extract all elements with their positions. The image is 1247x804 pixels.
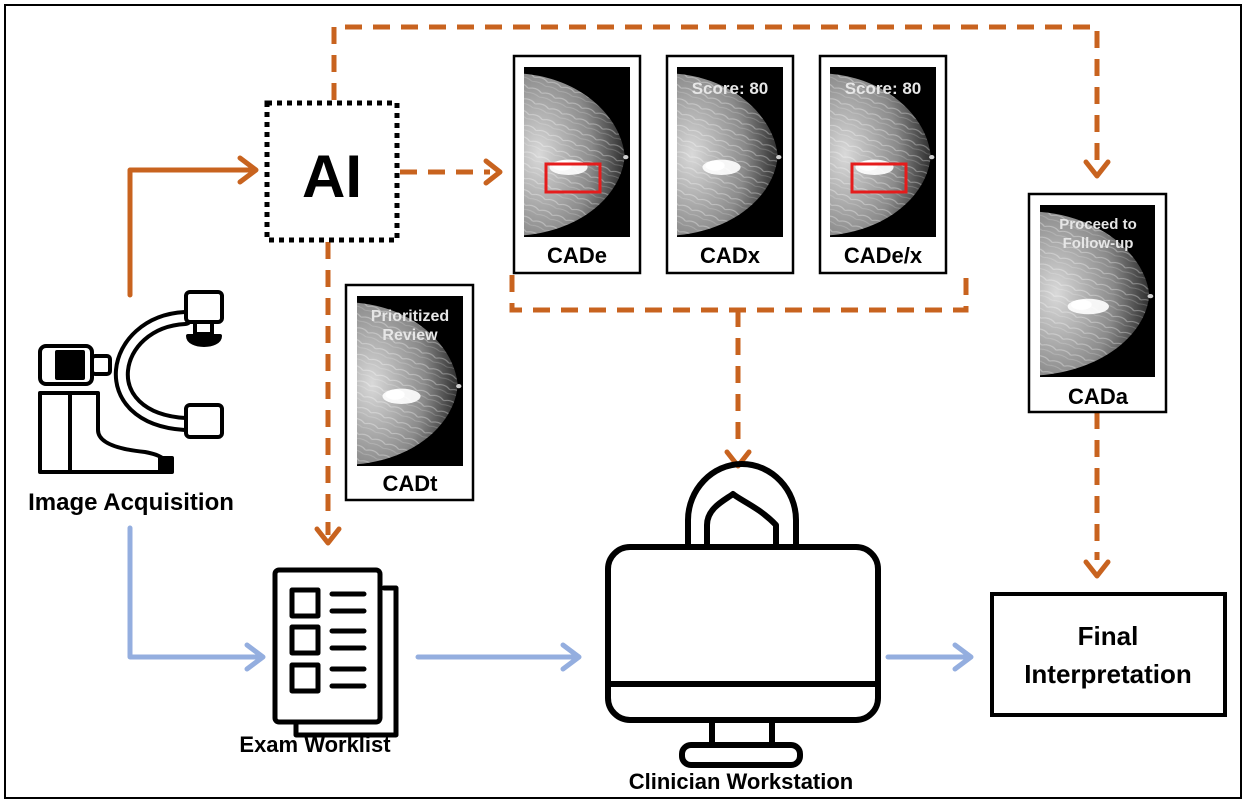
- arrowhead-worklist: [314, 526, 342, 546]
- diagram-frame: [4, 4, 1242, 799]
- standard-paths: [127, 155, 974, 672]
- cadt-card: Prioritized Review CADt: [344, 283, 475, 502]
- cards-to-workstation-path: [509, 275, 969, 450]
- clinician-at-monitor-icon: [605, 461, 881, 768]
- arrowhead-cada: [1083, 159, 1111, 179]
- final-interpretation-node: Final Interpretation: [990, 592, 1227, 717]
- cade-label: CADe: [547, 243, 607, 268]
- worklist-to-workstation-path: [415, 642, 582, 672]
- cadt-overlay-line2: Review: [382, 327, 438, 344]
- cadt-label: CADt: [383, 471, 439, 496]
- ai-to-cada-path: [331, 24, 1100, 170]
- image-acquisition-label: Image Acquisition: [28, 489, 234, 516]
- cada-overlay-line1: Proceed to: [1059, 216, 1137, 233]
- cadx-score-overlay: Score: 80: [692, 79, 769, 98]
- exam-worklist-label: Exam Worklist: [239, 732, 391, 757]
- ai-label: AI: [302, 143, 362, 210]
- ai-node: AI: [264, 100, 400, 243]
- cadx-card: Score: 80 CADx: [665, 54, 795, 275]
- final-interpretation-line1: Final: [1078, 621, 1139, 651]
- clinician-workstation-label: Clinician Workstation: [629, 769, 854, 794]
- arrowhead-cad-cards: [483, 158, 503, 186]
- mammography-machine-icon: [38, 290, 224, 474]
- cada-overlay-line2: Follow-up: [1063, 235, 1134, 252]
- final-interpretation-line2: Interpretation: [1024, 659, 1192, 689]
- cadex-bounding-box: [850, 162, 908, 194]
- cade-mammogram-image: [524, 67, 630, 237]
- cadex-card: Score: 80 CADe/x: [818, 54, 948, 275]
- workstation-to-final-path: [885, 642, 974, 672]
- cadex-label: CADe/x: [844, 243, 923, 268]
- acquisition-to-worklist-path: [127, 525, 266, 672]
- cadx-label: CADx: [700, 243, 761, 268]
- cadex-score-overlay: Score: 80: [845, 79, 922, 98]
- acquisition-to-ai-path: [127, 155, 259, 298]
- arrowhead-final: [1083, 559, 1111, 579]
- cade-card: CADe: [512, 54, 642, 275]
- cada-label: CADa: [1068, 384, 1129, 409]
- document-list-icon: [272, 567, 399, 738]
- ai-paths: [325, 24, 1100, 560]
- cada-card: Proceed to Follow-up CADa: [1027, 192, 1168, 414]
- cadt-overlay-line1: Prioritized: [371, 308, 449, 325]
- cade-bounding-box: [544, 162, 602, 194]
